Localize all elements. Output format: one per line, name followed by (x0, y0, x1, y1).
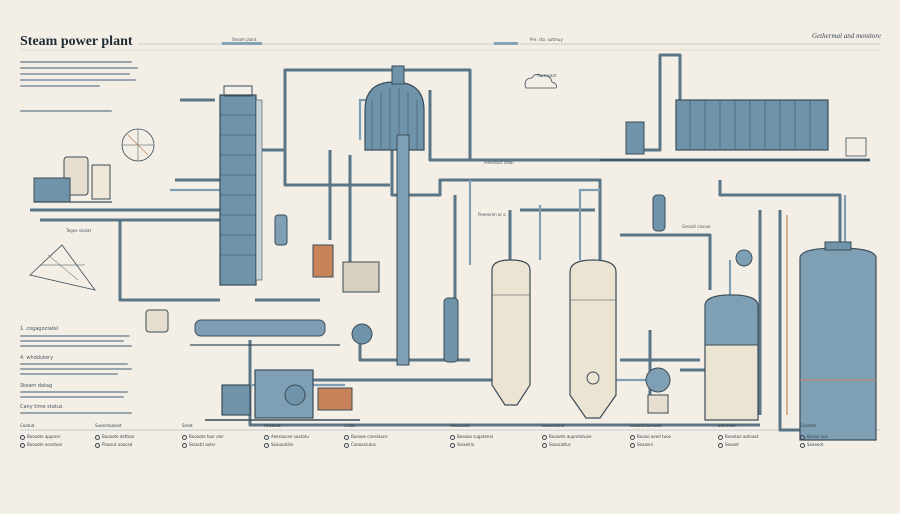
generator (317, 387, 353, 411)
legend-item: Seiaelrlo (450, 442, 474, 448)
bullet-icon (542, 442, 547, 448)
cloud-icon (524, 74, 557, 89)
legend-item: Boooote toor alnr (182, 434, 224, 440)
bullet-icon (344, 442, 349, 448)
header-bar-1 (222, 42, 262, 45)
bullet-icon (264, 442, 269, 448)
bullet-icon (20, 442, 25, 448)
legend-item: Booaete aupretatuoe (542, 434, 591, 440)
bullet-icon (182, 434, 187, 440)
instrument-rack (342, 261, 380, 293)
valve-assembly (645, 367, 671, 393)
condensate-pump (652, 194, 666, 232)
pump-motor (221, 384, 251, 416)
pipe-network (30, 53, 870, 432)
legend-item: Caooaniutus (344, 442, 376, 448)
control-cabinet (312, 244, 334, 278)
bullet-icon (630, 442, 635, 448)
legend-col-2-heading: Sueentoaiont (95, 423, 122, 428)
left-section-4-heading: Cany time status (20, 404, 63, 410)
legend-col-7-heading: Gueeraond (542, 423, 565, 428)
heat-exchanger (194, 319, 326, 337)
filter-unit (91, 164, 111, 200)
left-section-3-heading: Steam datag (20, 383, 53, 389)
callout-label-3: Peeeoren ar a (478, 212, 506, 217)
legend-item: Soaorattus (542, 442, 571, 448)
triangle-diagram (29, 244, 96, 291)
header-bar-2 (494, 42, 518, 45)
legend-item: Piaosut aoocad (95, 442, 132, 448)
storage-tank-2 (569, 259, 617, 419)
legend-col-5-heading: Craot (344, 423, 355, 428)
callout-label-2: Pleestant steal (484, 160, 514, 165)
left-section-1-heading: 1. cogagociatel (20, 326, 59, 332)
page-subtitle: Gethermal and monitore (812, 32, 881, 40)
legend-item: Seaavnl (630, 442, 653, 448)
legend-col-10-heading: Gaaatet (800, 423, 817, 428)
legend-item: Seoaet (718, 442, 739, 448)
pipe (390, 150, 602, 260)
pipe (248, 340, 760, 427)
legend-item: Boooote dettoar (95, 434, 135, 440)
legend-item: Boeaao sugatenol (450, 434, 493, 440)
bullet-icon (95, 442, 100, 448)
legend-item: Boooote apporer (20, 434, 60, 440)
boiler-feed-unit (625, 121, 645, 155)
header-bar-label-1: Steam plant (232, 37, 257, 42)
bullet-icon (542, 434, 547, 440)
bullet-icon (95, 434, 100, 440)
pipe (40, 218, 220, 302)
storage-tank-1 (491, 259, 531, 406)
riser-pipe (396, 134, 410, 366)
bullet-icon (800, 434, 805, 440)
legend-col-9-heading: Sanmeer (718, 423, 736, 428)
legend-item: Soiastrl aoler (182, 442, 215, 448)
bullet-icon (450, 442, 455, 448)
bullet-icon (800, 442, 805, 448)
column-rungs (220, 114, 256, 256)
legend-col-4-heading: Hnzeeot (264, 423, 281, 428)
legend-item: Boeoe aoe (800, 434, 828, 440)
steam-drum (364, 81, 425, 151)
legend-item: Soaeeot (800, 442, 823, 448)
left-section-2-heading: 4. whddutery (20, 355, 54, 361)
separator (443, 297, 459, 363)
legend-col-1-heading: Coatud (20, 423, 35, 428)
bullet-icon (630, 434, 635, 440)
pressure-gauge (735, 249, 753, 267)
callout-label-4: Genisit cionoe (682, 224, 711, 229)
bullet-icon (344, 434, 349, 440)
legend-item: Soauoatilnr (264, 442, 294, 448)
legend-col-6-heading: Aeusoalte (450, 423, 470, 428)
column-ladder (255, 99, 263, 281)
small-vessel (145, 309, 169, 333)
legend-item: Boaao aeed tuoe (630, 434, 671, 440)
bullet-icon (182, 442, 187, 448)
cooling-column (219, 94, 257, 286)
legend-col-8-heading: Geaeadlaenuod (630, 423, 662, 428)
bullet-icon (450, 434, 455, 440)
bullet-icon (718, 434, 723, 440)
water-tank (799, 247, 877, 441)
page-title: Steam power plant (20, 34, 133, 49)
callout-label-1: Tegoe seolat (66, 228, 92, 233)
small-filter (274, 214, 288, 246)
bullet-icon (20, 434, 25, 440)
legend-item: Aeeraoone saotatu (264, 434, 309, 440)
bullet-icon (264, 434, 269, 440)
header-bar-label-2: Pre. sto. outmuy (530, 37, 563, 42)
legend-item: Boooote oonstuer (20, 442, 63, 448)
valve-wheel (351, 323, 373, 345)
legend-col-3-heading: Sreat (182, 423, 193, 428)
legend-item: Boeaoe conelaoce (344, 434, 388, 440)
pipe (718, 180, 842, 255)
bullet-icon (718, 442, 723, 448)
turbine-hall (675, 99, 829, 151)
pump-housing (33, 177, 71, 203)
legend-item: Boeotue aotnaot (718, 434, 758, 440)
